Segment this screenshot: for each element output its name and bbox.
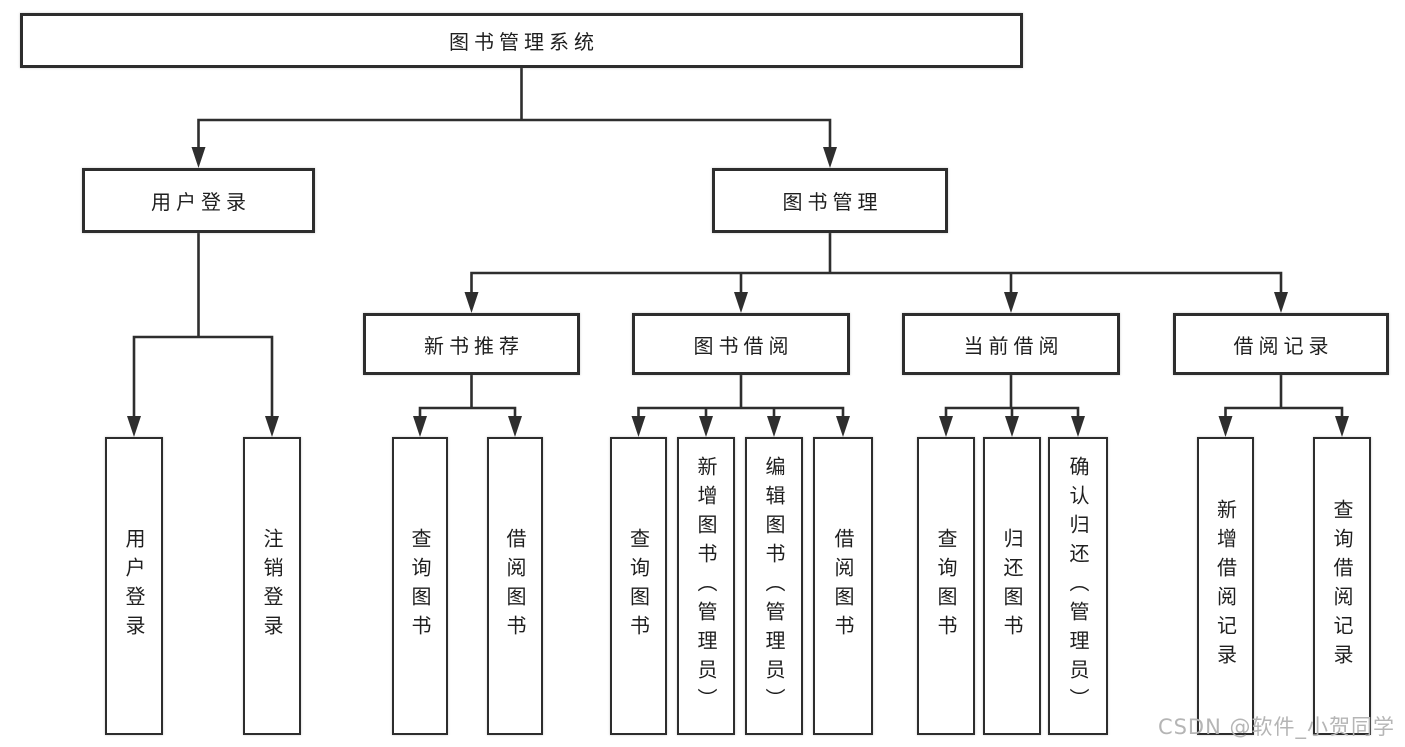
connector-borrow-records-group — [1218, 373, 1349, 437]
connector-book-borrow-group — [631, 373, 850, 437]
connector-new-book-group — [413, 373, 522, 437]
arrowhead-icon — [699, 416, 713, 437]
node-label: 借阅记录 — [1233, 333, 1334, 358]
node-label: 注销登录 — [260, 528, 284, 644]
leaf-query-book-current: 查询图书 — [917, 437, 975, 735]
arrowhead-icon — [1004, 292, 1018, 313]
arrowhead-icon — [734, 292, 748, 313]
node-label: 图书借阅 — [693, 333, 794, 358]
connector-user-login-branch — [127, 231, 279, 437]
node-label: 借阅图书 — [503, 528, 527, 644]
connector-root — [191, 66, 837, 168]
arrowhead-icon — [767, 416, 781, 437]
node-book-mgmt-branch: 图书管理 — [712, 168, 948, 233]
node-root-system: 图书管理系统 — [20, 13, 1023, 68]
connector-current-borrow-group — [939, 373, 1085, 437]
node-current-borrow: 当前借阅 — [902, 313, 1120, 375]
node-new-book-recommend: 新书推荐 — [363, 313, 580, 375]
leaf-query-borrow-record: 查询借阅记录 — [1313, 437, 1371, 735]
arrowhead-icon — [1005, 416, 1019, 437]
node-label: 查询图书 — [408, 528, 432, 644]
leaf-add-book-admin: 新增图书（管理员） — [677, 437, 735, 735]
arrowhead-icon — [823, 147, 837, 168]
arrowhead-icon — [265, 416, 279, 437]
arrowhead-icon — [631, 416, 646, 437]
node-label: 新增借阅记录 — [1213, 499, 1238, 673]
leaf-edit-book-admin: 编辑图书（管理员） — [745, 437, 803, 735]
arrowhead-icon — [191, 147, 206, 168]
leaf-user-login: 用户登录 — [105, 437, 163, 735]
node-label: 当前借阅 — [963, 333, 1064, 358]
arrowhead-icon — [1335, 416, 1349, 437]
node-label: 查询借阅记录 — [1330, 499, 1354, 673]
node-label: 用户登录 — [151, 190, 251, 214]
node-label: 编辑图书（管理员） — [762, 455, 786, 717]
arrowhead-icon — [1071, 416, 1085, 437]
arrowhead-icon — [836, 416, 850, 437]
arrowhead-icon — [939, 416, 953, 437]
leaf-return-book: 归还图书 — [983, 437, 1041, 735]
node-label: 查询图书 — [934, 528, 958, 644]
arrowhead-icon — [127, 416, 141, 437]
node-label: 归还图书 — [1000, 528, 1024, 644]
leaf-query-book-recommend: 查询图书 — [392, 437, 448, 735]
leaf-borrow-book-recommend: 借阅图书 — [487, 437, 543, 735]
leaf-query-book-borrow: 查询图书 — [610, 437, 667, 735]
arrowhead-icon — [1274, 292, 1288, 313]
node-book-borrow: 图书借阅 — [632, 313, 850, 375]
watermark: CSDN @软件_小贺同学 — [1157, 715, 1395, 739]
node-user-login-branch: 用户登录 — [82, 168, 315, 233]
node-label: 图书管理 — [782, 190, 883, 214]
leaf-confirm-return-admin: 确认归还（管理员） — [1048, 437, 1108, 735]
leaf-borrow-book: 借阅图书 — [813, 437, 873, 735]
leaf-logout: 注销登录 — [243, 437, 301, 735]
node-label: 新书推荐 — [424, 333, 524, 358]
connector-book-mgmt-branch — [464, 231, 1288, 313]
node-label: 图书管理系统 — [449, 30, 599, 54]
node-label: 借阅图书 — [831, 528, 855, 644]
arrowhead-icon — [413, 416, 427, 437]
leaf-add-borrow-record: 新增借阅记录 — [1197, 437, 1254, 735]
node-label: 新增图书（管理员） — [694, 455, 718, 717]
node-borrow-records: 借阅记录 — [1173, 313, 1389, 375]
node-label: 查询图书 — [626, 528, 651, 644]
arrowhead-icon — [1218, 416, 1233, 437]
arrowhead-icon — [508, 416, 522, 437]
node-label: 用户登录 — [122, 528, 146, 644]
arrowhead-icon — [464, 292, 479, 313]
node-label: 确认归还（管理员） — [1066, 455, 1090, 717]
